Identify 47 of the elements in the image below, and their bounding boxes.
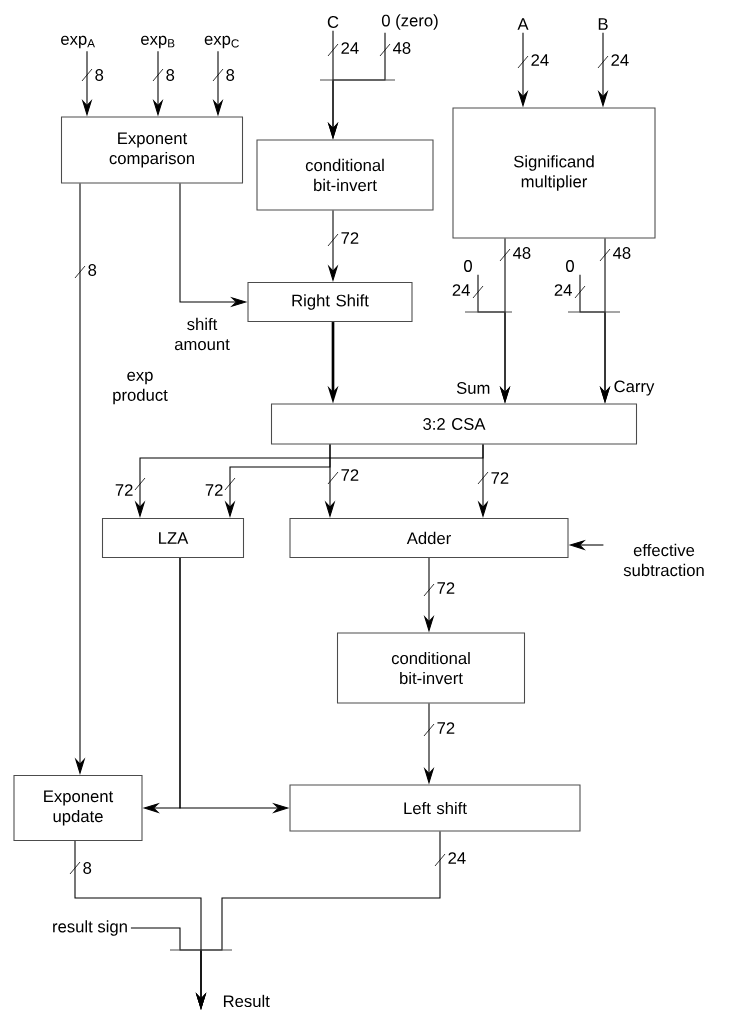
signal-label: B (598, 18, 608, 30)
edge-label: 8 (88, 264, 97, 276)
process-box: conditional bit-invert (256, 139, 434, 211)
process-box: 3:2 CSA (270, 403, 638, 445)
signal-label: A (517, 18, 529, 30)
signal-label: Result (223, 994, 270, 1008)
edge-label: 8 (226, 69, 235, 81)
port-label: Carry (614, 380, 655, 396)
edge-label: 24 (554, 284, 572, 296)
signal-label: 0 (464, 260, 472, 272)
edge-label: 72 (437, 722, 455, 734)
edge-label: 48 (393, 42, 411, 54)
process-box: Left shift (289, 784, 581, 832)
signal-label: C (327, 16, 339, 28)
process-box: Significand multiplier (452, 107, 656, 239)
edge-label: 72 (341, 469, 359, 481)
port-label: Sum (456, 382, 490, 394)
signal-label: 0 (566, 260, 574, 272)
signal-label: exp$_{B}$ (141, 35, 175, 49)
edge-label: shift amount (174, 317, 230, 351)
signal-label: exp$_{A}$ (61, 35, 95, 49)
signal-label: 0 (zero) (381, 14, 438, 30)
edge-label: 72 (341, 232, 359, 244)
port-label: exp product (113, 371, 168, 405)
process-box: LZA (101, 517, 245, 559)
process-box: Exponent comparison (60, 116, 244, 184)
edge-label: 24 (452, 284, 470, 296)
edge-label: 24 (341, 42, 359, 54)
edge-label: 48 (513, 247, 531, 259)
process-box: Exponent update (13, 774, 143, 842)
edge-label: 8 (83, 862, 92, 874)
edge-label: 24 (611, 54, 629, 66)
edge-label: 72 (205, 484, 223, 496)
edge-label: 72 (491, 472, 509, 484)
edge-label: 72 (115, 484, 133, 496)
process-box: Right Shift (247, 281, 413, 323)
signal-label: exp$_{C}$ (204, 35, 239, 49)
process-box: Adder (289, 517, 569, 559)
edge-label: 72 (437, 582, 455, 594)
signal-label: effective subtraction (623, 543, 704, 577)
signal-label: result sign (53, 920, 127, 936)
edge-label: 48 (613, 247, 631, 259)
process-box: conditional bit-invert (336, 632, 526, 704)
edge-label: 8 (166, 69, 175, 81)
edge-label: 8 (95, 69, 104, 81)
edge-label: 24 (448, 852, 466, 864)
edge-label: 24 (531, 54, 549, 66)
